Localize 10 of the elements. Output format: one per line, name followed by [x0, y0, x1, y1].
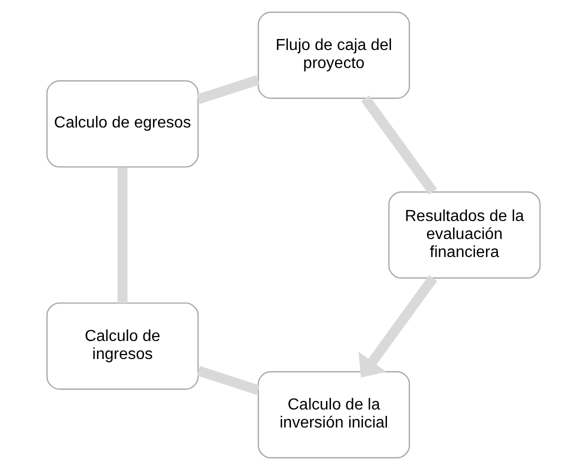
node-box: Calculo de ingresos: [46, 302, 199, 390]
node-box: Flujo de caja del proyecto: [258, 12, 410, 99]
connector: [196, 75, 260, 104]
connector: [361, 95, 438, 195]
node-box: Calculo de la inversión inicial: [258, 371, 410, 458]
node-box: Resultados de la evaluación financiera: [388, 191, 541, 279]
node-box: Calculo de egresos: [46, 80, 199, 168]
connector: [118, 167, 128, 303]
connector: [196, 366, 260, 395]
arrow: [358, 275, 438, 378]
